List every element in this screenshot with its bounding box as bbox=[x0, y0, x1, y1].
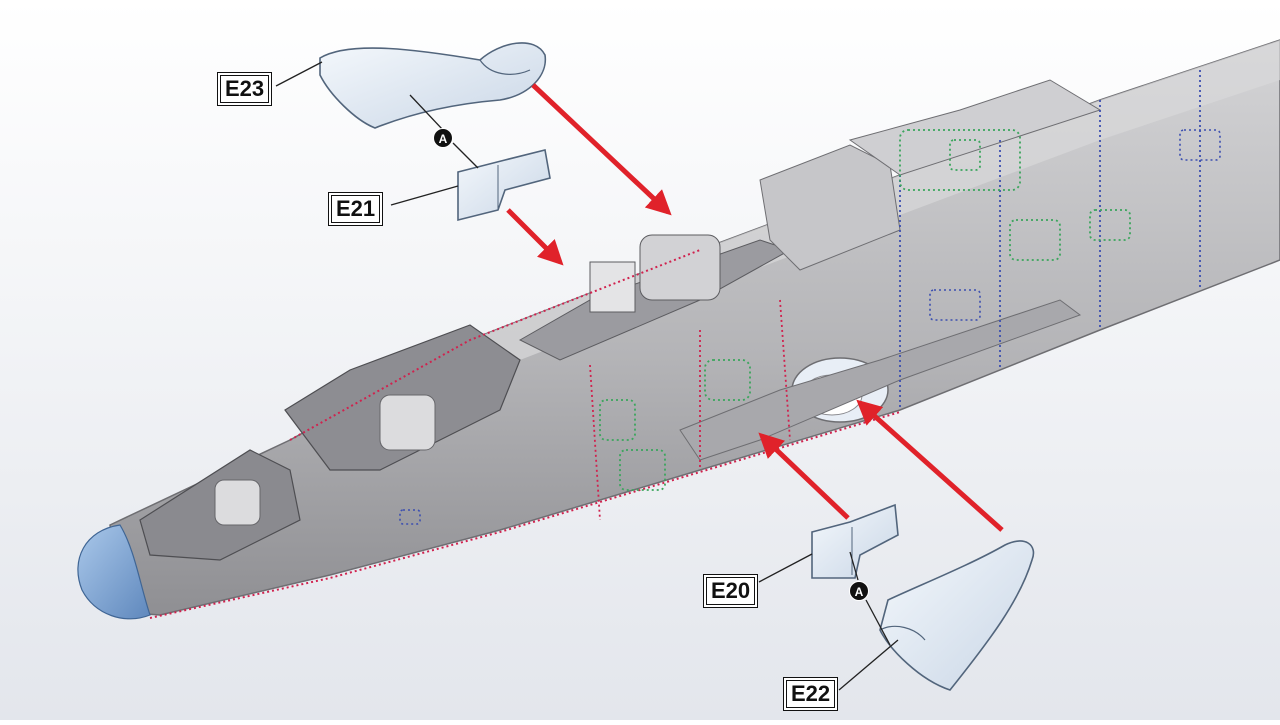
callout-e22: E22 bbox=[786, 680, 836, 708]
assembly-arrows bbox=[506, 83, 1004, 532]
part-e21 bbox=[457, 149, 551, 222]
join-badge-upper: A bbox=[433, 128, 453, 148]
part-e23 bbox=[319, 42, 547, 129]
join-badge-lower: A bbox=[849, 581, 869, 601]
part-e22 bbox=[879, 540, 1035, 691]
callout-e21: E21 bbox=[331, 195, 381, 223]
nose-cone bbox=[77, 524, 151, 620]
callout-e23: E23 bbox=[220, 75, 270, 103]
leader-lines bbox=[275, 61, 899, 691]
callout-e20: E20 bbox=[706, 577, 756, 605]
arrow-e21 bbox=[506, 208, 564, 266]
arrow-e22 bbox=[856, 399, 1004, 532]
arrow-e23 bbox=[531, 83, 672, 216]
part-e20 bbox=[811, 503, 899, 579]
arrow-e20 bbox=[758, 432, 850, 520]
fuselage bbox=[77, 39, 1280, 620]
